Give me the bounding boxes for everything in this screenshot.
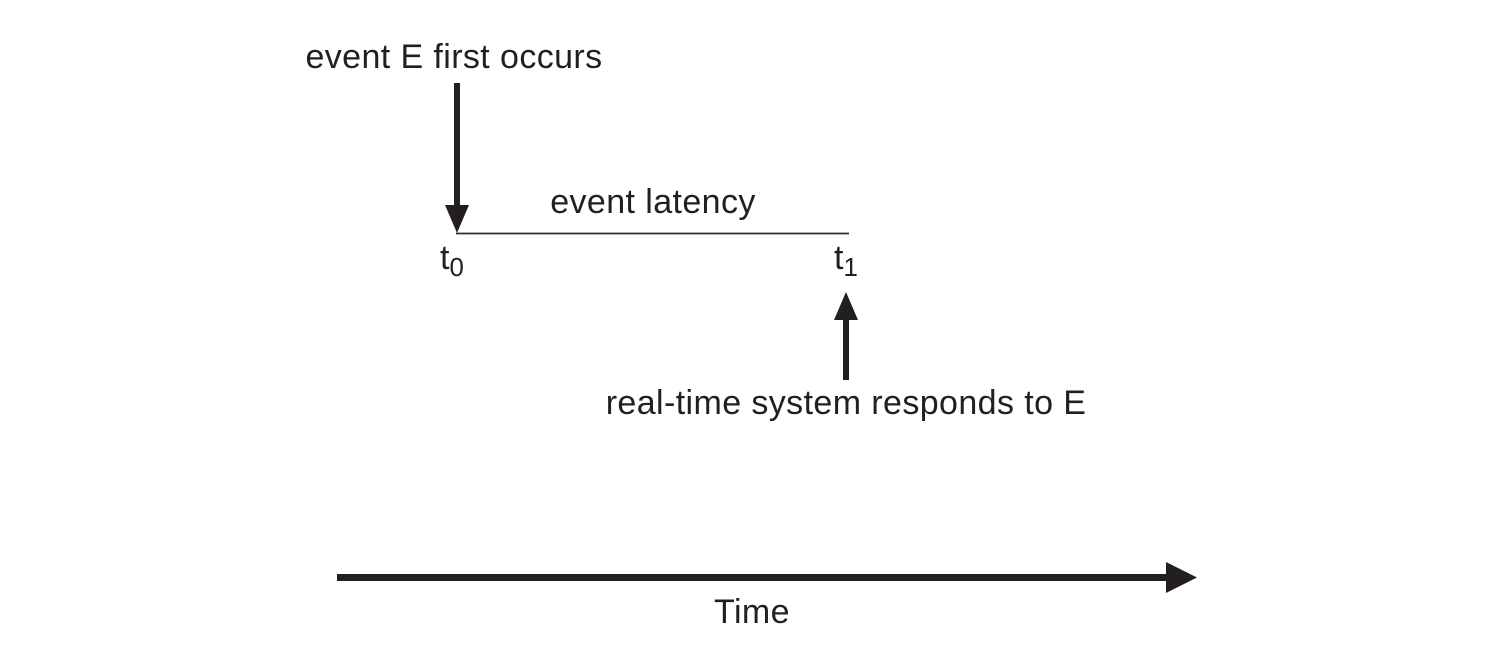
t0-label: t0 — [440, 241, 464, 282]
t1-base: t — [834, 239, 844, 277]
t1-subscript: 1 — [843, 254, 858, 283]
event-occurs-label: event E first occurs — [305, 38, 603, 76]
t1-label: t1 — [834, 241, 858, 282]
t0-base: t — [440, 239, 450, 277]
time-axis-label: Time — [714, 593, 790, 631]
event-occurs-down-arrow-icon — [445, 83, 469, 233]
t0-subscript: 0 — [449, 254, 464, 283]
response-label: real-time system responds to E — [605, 384, 1087, 422]
event-latency-label: event latency — [550, 183, 756, 221]
response-up-arrow-icon — [834, 292, 858, 380]
time-axis-arrow-icon — [337, 562, 1197, 593]
